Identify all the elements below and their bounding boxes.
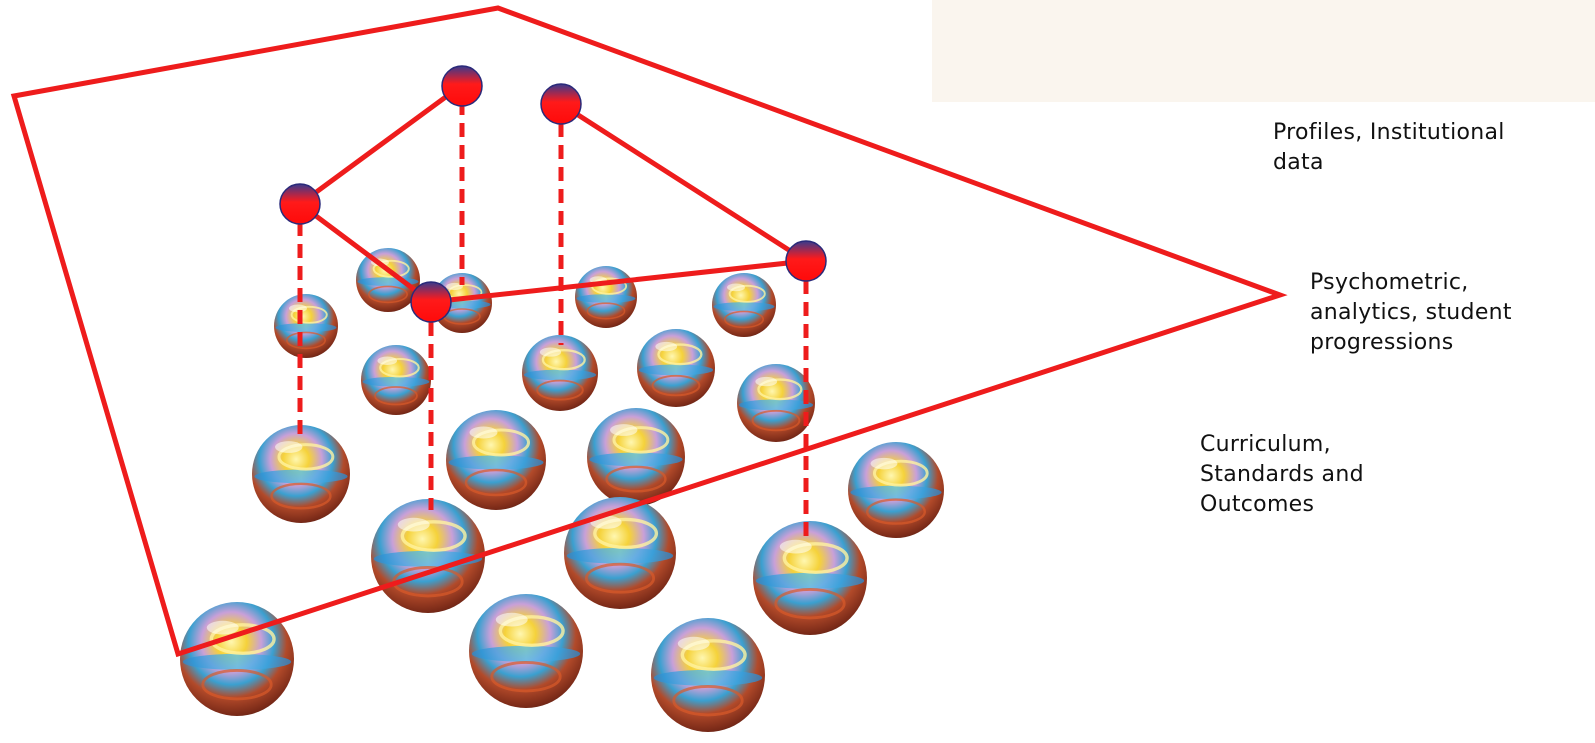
sphere-icon bbox=[848, 442, 944, 538]
nodes bbox=[279, 65, 827, 323]
sphere-icon bbox=[252, 425, 350, 523]
sphere-icon bbox=[371, 499, 485, 613]
sphere-icon bbox=[712, 273, 776, 337]
sphere-icon bbox=[469, 594, 583, 708]
header-box bbox=[932, 0, 1595, 102]
node-circle bbox=[441, 65, 483, 107]
sphere-icon bbox=[651, 618, 765, 732]
node-circle bbox=[279, 183, 321, 225]
node-circle bbox=[540, 83, 582, 125]
sphere-icon bbox=[587, 408, 685, 506]
node-link bbox=[297, 201, 434, 305]
sphere-icon bbox=[575, 266, 637, 328]
sphere-icon bbox=[446, 410, 546, 510]
sphere-icon bbox=[564, 497, 676, 609]
node-link bbox=[558, 101, 809, 264]
sphere-icon bbox=[522, 335, 598, 411]
node-circle bbox=[410, 281, 452, 323]
node-link bbox=[297, 82, 465, 207]
sphere-layer bbox=[180, 248, 944, 732]
label-psychometric: Psychometric, analytics, student progres… bbox=[1310, 270, 1512, 355]
node-links bbox=[297, 82, 809, 305]
node-link bbox=[428, 258, 809, 305]
dashed-connectors bbox=[297, 101, 809, 540]
sphere-icon bbox=[737, 364, 815, 442]
sphere-icon bbox=[361, 345, 431, 415]
sphere-icon bbox=[180, 602, 294, 716]
sphere-icon bbox=[637, 329, 715, 407]
label-profiles: Profiles, Institutional data bbox=[1273, 120, 1505, 175]
node-circle bbox=[785, 240, 827, 282]
profile-plane-outline bbox=[10, 5, 1288, 658]
sphere-icon bbox=[274, 294, 338, 358]
sphere-icon bbox=[753, 521, 867, 635]
label-curriculum: Curriculum, Standards and Outcomes bbox=[1200, 432, 1364, 517]
